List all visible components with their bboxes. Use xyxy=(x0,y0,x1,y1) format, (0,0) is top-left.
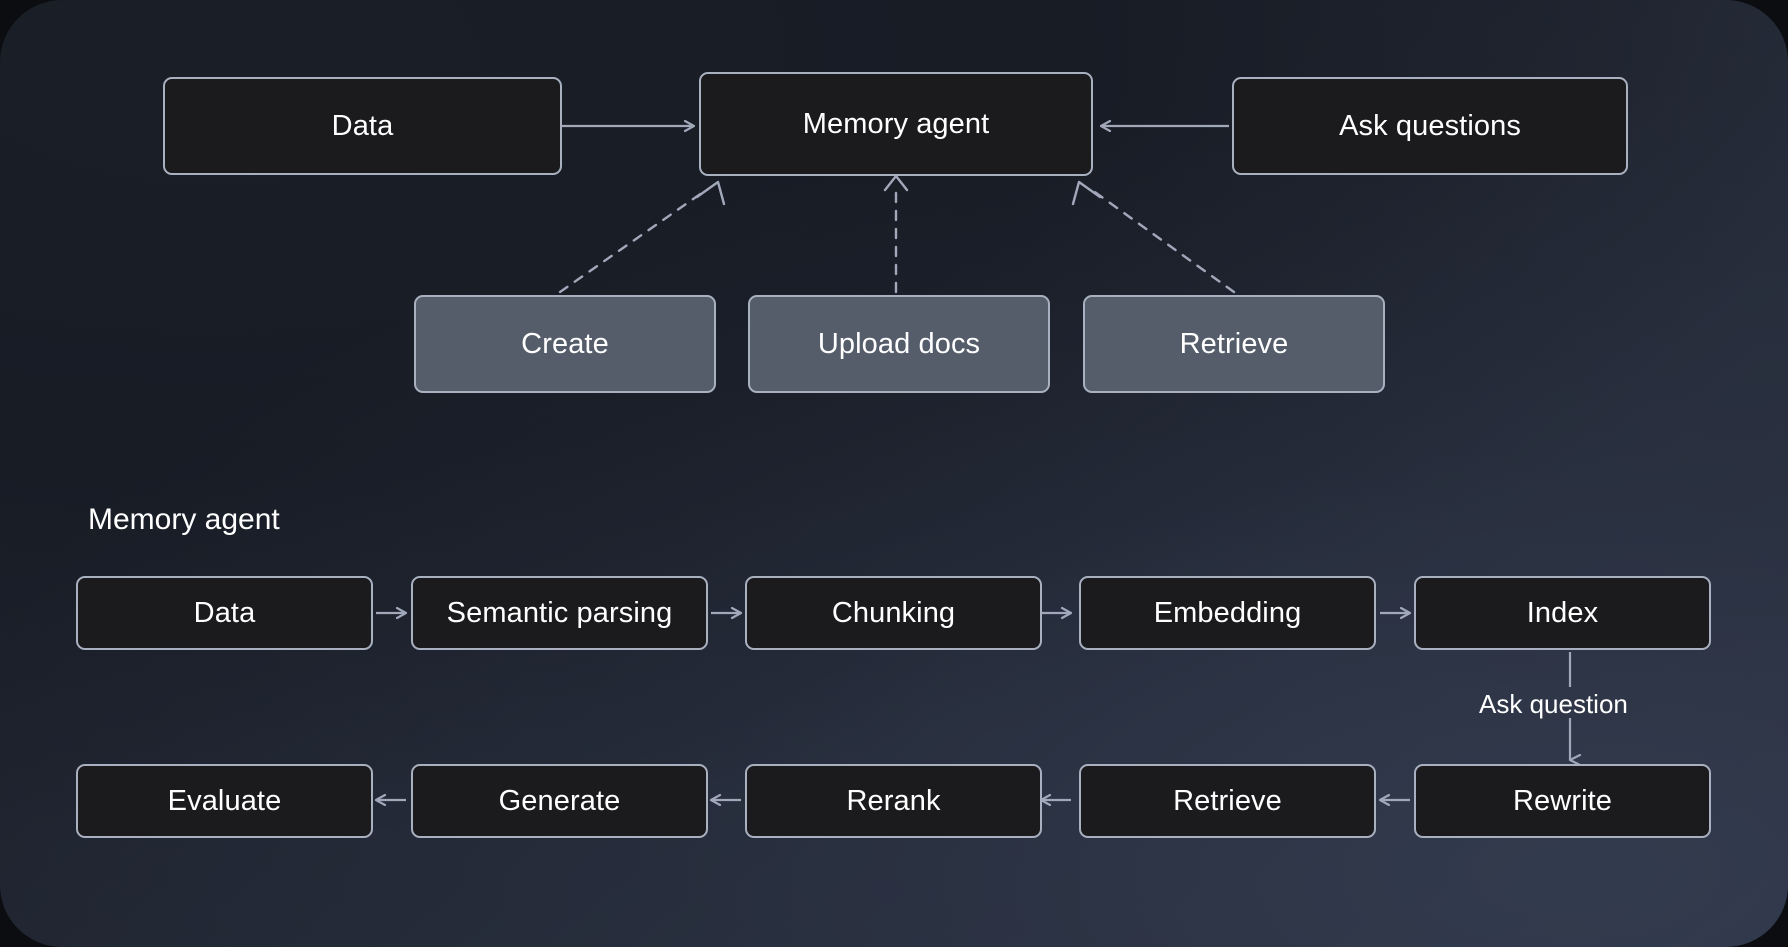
node-label: Ask questions xyxy=(1339,109,1521,142)
node-pipeline-data[interactable]: Data xyxy=(76,576,373,650)
node-pipeline-index[interactable]: Index xyxy=(1414,576,1711,650)
node-label: Evaluate xyxy=(167,784,282,817)
node-retrieve-capability[interactable]: Retrieve xyxy=(1083,295,1385,393)
node-pipeline-rerank[interactable]: Rerank xyxy=(745,764,1042,838)
node-data[interactable]: Data xyxy=(163,77,562,175)
node-label: Generate xyxy=(498,784,621,817)
node-label: Data xyxy=(193,596,256,629)
node-label: Data xyxy=(331,109,394,142)
node-pipeline-rewrite[interactable]: Rewrite xyxy=(1414,764,1711,838)
node-pipeline-embedding[interactable]: Embedding xyxy=(1079,576,1376,650)
node-pipeline-generate[interactable]: Generate xyxy=(411,764,708,838)
node-pipeline-semantic-parsing[interactable]: Semantic parsing xyxy=(411,576,708,650)
node-memory-agent[interactable]: Memory agent xyxy=(699,72,1093,176)
node-label: Semantic parsing xyxy=(446,596,673,629)
node-label: Retrieve xyxy=(1179,327,1289,360)
node-label: Index xyxy=(1526,596,1599,629)
node-label: Chunking xyxy=(831,596,956,629)
node-label: Upload docs xyxy=(817,327,981,360)
node-label: Embedding xyxy=(1153,596,1302,629)
section-heading-memory-agent: Memory agent xyxy=(88,503,280,536)
node-pipeline-retrieve[interactable]: Retrieve xyxy=(1079,764,1376,838)
node-create[interactable]: Create xyxy=(414,295,716,393)
node-label: Rewrite xyxy=(1513,784,1612,817)
edge-label-ask-question: Ask question xyxy=(1479,689,1628,719)
dashed-arrow-retrieve-to-memory-agent xyxy=(1071,180,1236,294)
node-label: Create xyxy=(521,327,609,360)
node-label: Memory agent xyxy=(802,107,990,140)
node-ask-questions[interactable]: Ask questions xyxy=(1232,77,1628,175)
node-pipeline-evaluate[interactable]: Evaluate xyxy=(76,764,373,838)
node-label: Retrieve xyxy=(1173,784,1282,817)
node-pipeline-chunking[interactable]: Chunking xyxy=(745,576,1042,650)
node-label: Rerank xyxy=(846,784,941,817)
dashed-arrow-upload-docs-to-memory-agent xyxy=(883,174,909,294)
dashed-arrow-create-to-memory-agent xyxy=(558,180,726,294)
node-upload-docs[interactable]: Upload docs xyxy=(748,295,1050,393)
